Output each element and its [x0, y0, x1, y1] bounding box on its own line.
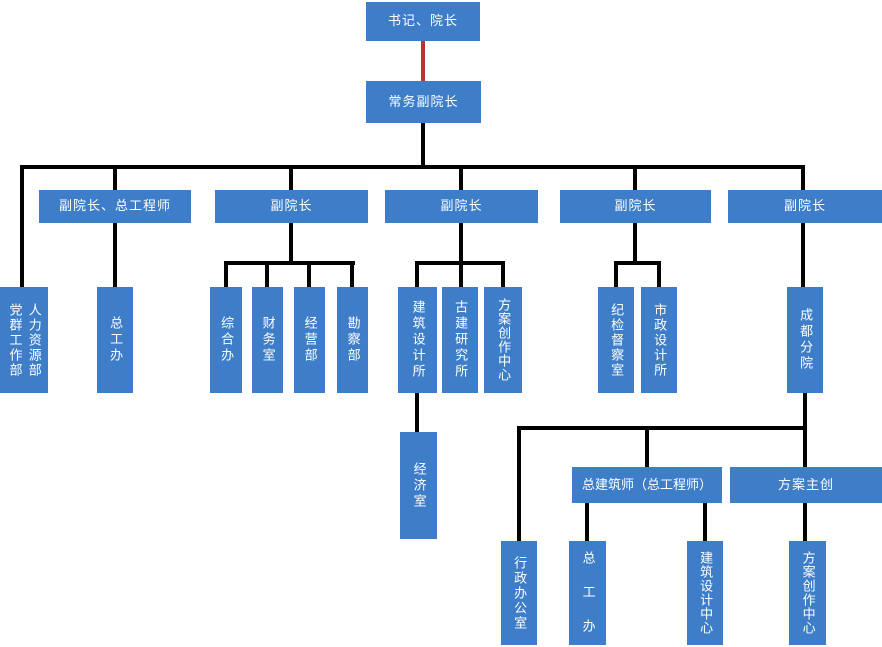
- node-general-office: 综合办: [210, 287, 242, 393]
- connector-drop-caiwu: [265, 265, 269, 287]
- connector-fangzhu-to-fangchuang2: [803, 503, 807, 541]
- node-scheme-creation-center-branch: 方案创作中心: [789, 541, 826, 645]
- node-vp3: 副院长: [560, 190, 711, 223]
- node-chengdu-branch: 成都分院: [787, 287, 823, 393]
- connector-drop-gujian: [459, 265, 463, 287]
- connector-drop-vp2: [459, 169, 463, 190]
- connector-drop-fangchuang: [501, 265, 505, 287]
- connector-drop-party-hr: [20, 169, 24, 287]
- connector-zongjian-to-zonggongban2: [585, 503, 589, 541]
- connector-vpchief-to-zonggongban: [113, 223, 117, 287]
- red-connector-secretary-to-execvp: [421, 41, 425, 81]
- connector-vp4-to-chengdu: [801, 223, 805, 287]
- node-party-masses-dept: 党群工作部: [7, 302, 23, 378]
- node-ancient-architecture-institute: 古建研究所: [442, 287, 478, 393]
- connector-drop-jijian: [614, 265, 618, 287]
- connector-vp1-horizontal: [224, 261, 355, 265]
- connector-chengdu-horizontal: [517, 426, 807, 430]
- node-operations-dept: 经营部: [294, 287, 325, 393]
- node-vp1: 副院长: [215, 190, 368, 223]
- node-chief-architect: 总建筑师（总工程师）: [572, 467, 722, 503]
- node-party-masses-hr: 党群工作部 人力资源部: [0, 287, 48, 393]
- node-vp-chief-engineer: 副院长、总工程师: [39, 190, 191, 223]
- node-secretary-president: 书记、院长: [366, 2, 480, 41]
- connector-drop-vp-chief: [113, 169, 117, 190]
- node-architectural-design-institute: 建筑设计所: [398, 287, 437, 393]
- connector-drop-xingzheng: [517, 430, 521, 541]
- node-survey-dept: 勘察部: [337, 287, 368, 393]
- node-scheme-creation-center: 方案创作中心: [484, 287, 522, 393]
- connector-vp3-stem: [633, 223, 637, 265]
- node-economics-office: 经济室: [400, 432, 437, 539]
- node-scheme-lead: 方案主创: [730, 467, 882, 503]
- connector-vp2-stem: [459, 223, 463, 265]
- node-hr-dept: 人力资源部: [26, 302, 42, 378]
- node-municipal-design-institute: 市政设计所: [641, 287, 677, 393]
- connector-vp3-horizontal: [614, 261, 661, 265]
- node-finance-office: 财务室: [252, 287, 283, 393]
- node-chief-engineer-office: 总工办: [97, 287, 133, 393]
- node-architectural-design-center: 建筑设计中心: [687, 541, 723, 645]
- connector-chengdu-stem: [803, 393, 807, 467]
- node-admin-office: 行政办公室: [501, 541, 537, 645]
- connector-zongjian-to-jianzhongxin: [703, 503, 707, 541]
- connector-drop-shizheng: [657, 265, 661, 287]
- connector-vp2-horizontal: [415, 261, 505, 265]
- connector-main-horizontal: [20, 165, 805, 169]
- connector-drop-jingying: [307, 265, 311, 287]
- connector-drop-zongjian: [645, 430, 649, 467]
- node-executive-vice-president: 常务副院长: [366, 81, 481, 123]
- connector-drop-zonghe: [224, 265, 228, 287]
- node-chief-engineer-office-branch: 总 工 办: [569, 541, 606, 645]
- node-vp4: 副院长: [728, 190, 882, 223]
- node-discipline-inspection-office: 纪检督察室: [598, 287, 634, 393]
- connector-drop-vp4: [801, 169, 805, 190]
- connector-execvp-stem: [421, 123, 425, 169]
- connector-drop-vp1: [289, 169, 293, 190]
- node-vp2: 副院长: [385, 190, 538, 223]
- connector-drop-kancha: [350, 265, 354, 287]
- connector-drop-vp3: [633, 169, 637, 190]
- connector-vp1-stem: [289, 223, 293, 265]
- connector-jianzhusuo-to-jingji: [415, 393, 419, 432]
- connector-drop-jianzhusuo: [415, 265, 419, 287]
